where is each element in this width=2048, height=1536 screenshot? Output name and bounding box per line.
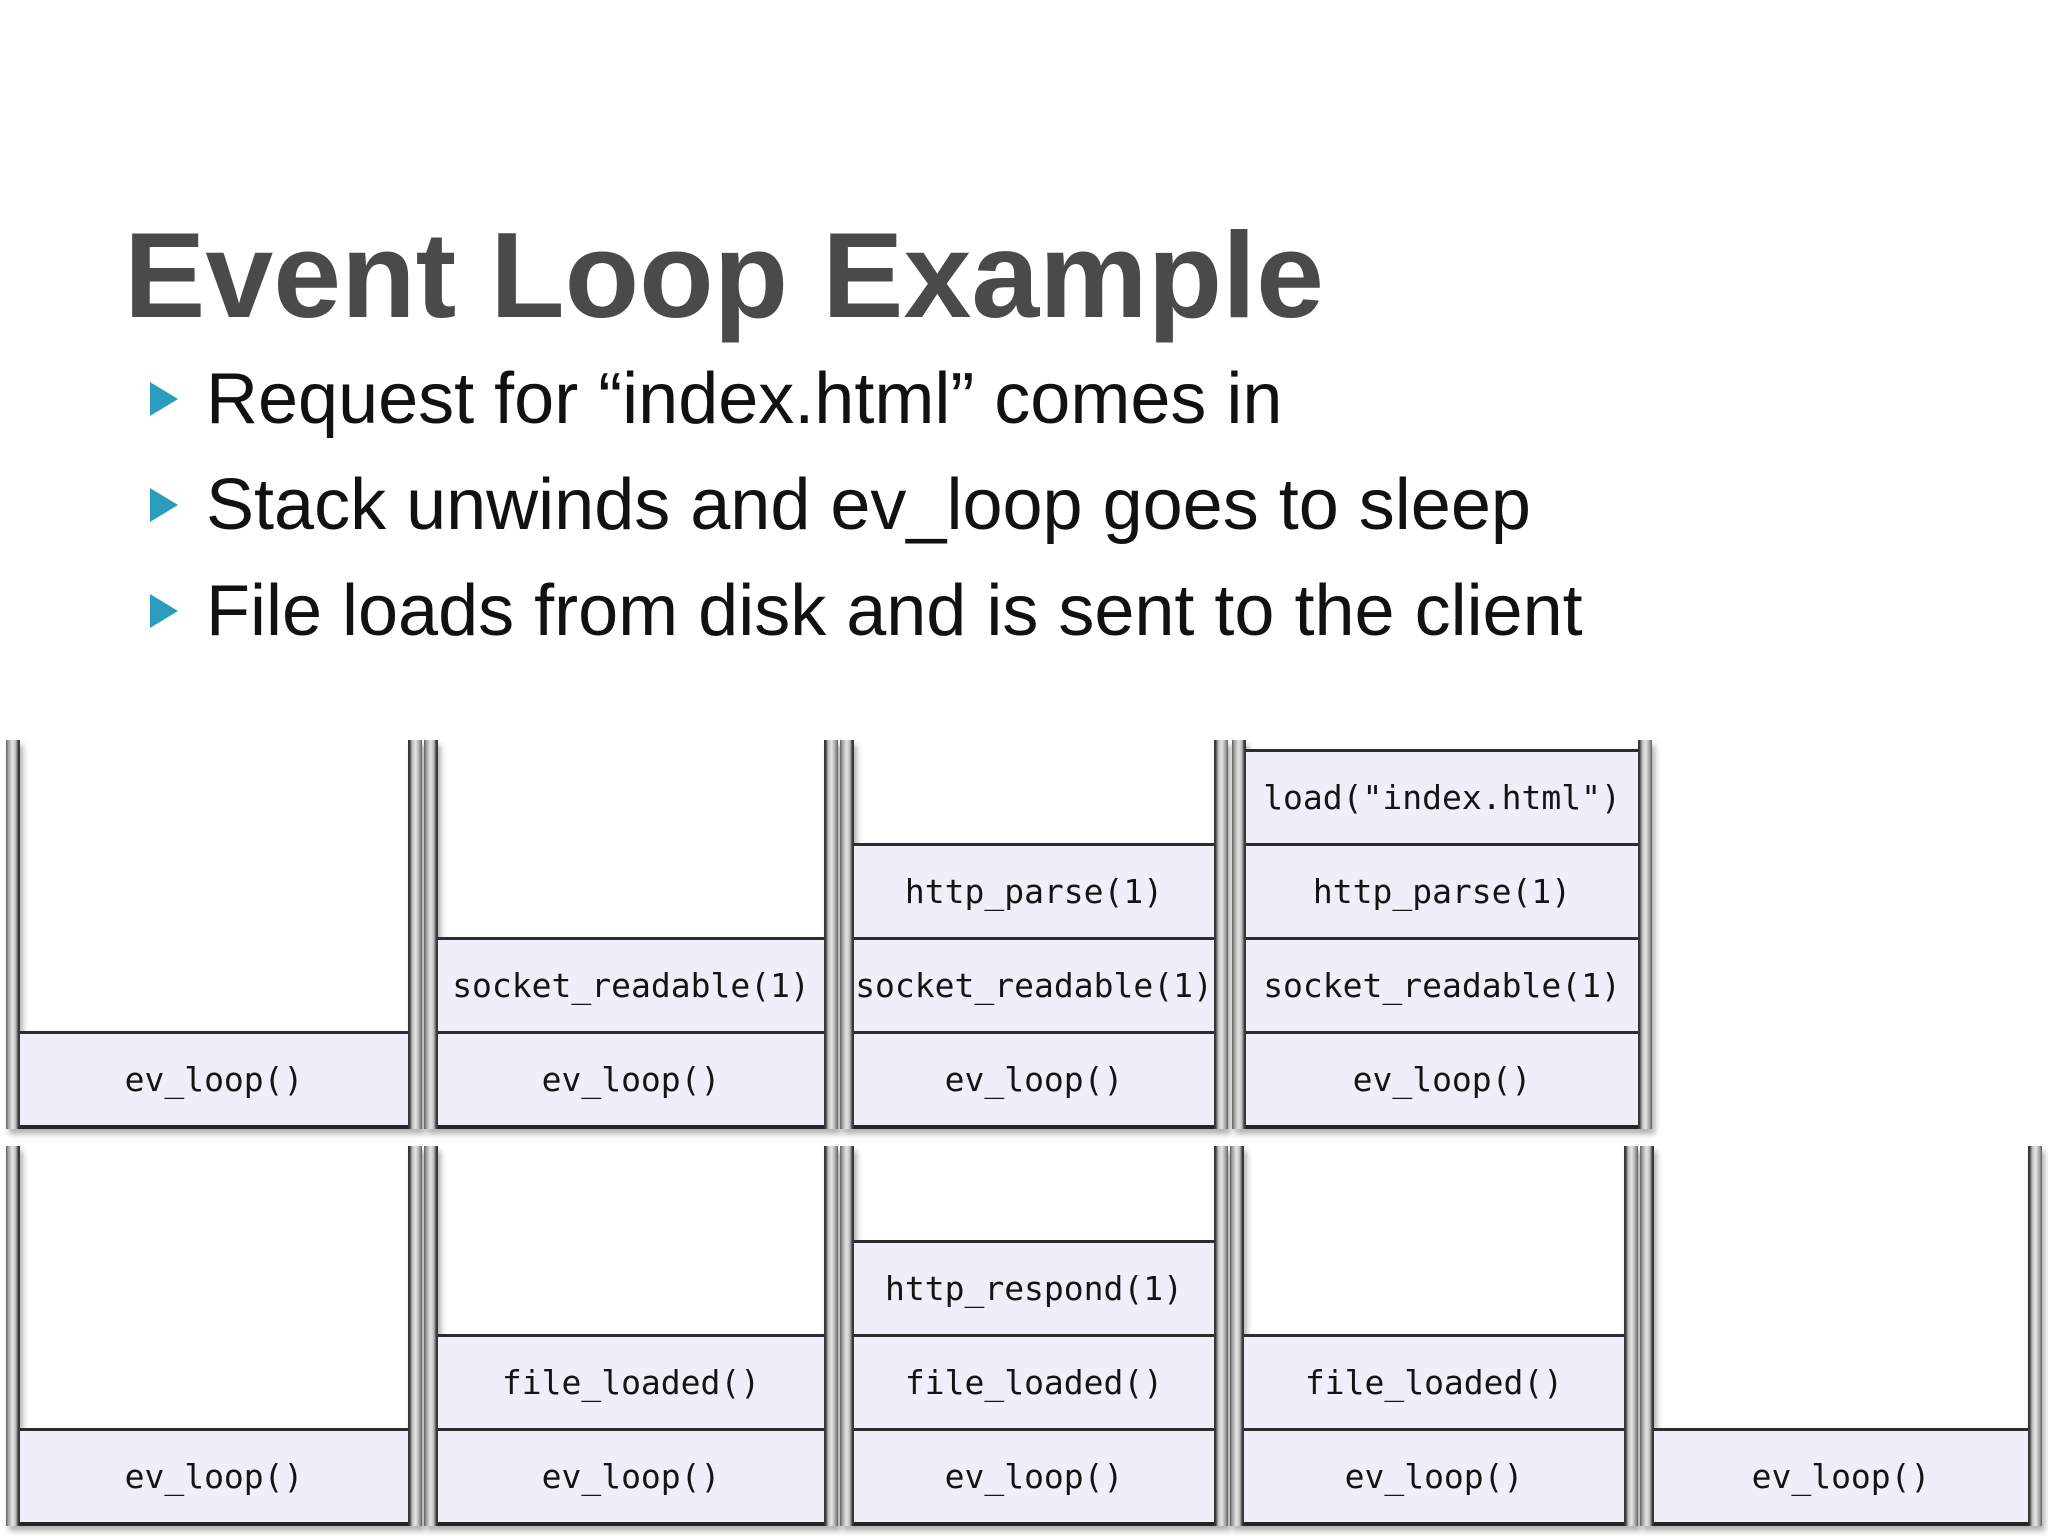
stack-wall-left — [6, 740, 20, 1129]
stack-wall-right — [408, 1146, 422, 1526]
stack-frames: ev_loop() — [1654, 1428, 2028, 1526]
bullet-triangle-icon — [150, 488, 178, 522]
stack-frame: http_parse(1) — [1246, 843, 1638, 937]
frame-label: ev_loop() — [1352, 1060, 1532, 1099]
frame-label: file_loaded() — [501, 1363, 761, 1402]
frame-label: ev_loop() — [124, 1060, 304, 1099]
stack-frame: ev_loop() — [438, 1031, 824, 1125]
stack-frame: socket_readable(1) — [438, 937, 824, 1031]
frame-label: ev_loop() — [944, 1060, 1124, 1099]
stack-wall-right — [1624, 1146, 1638, 1526]
call-stack: socket_readable(1) ev_loop() — [424, 740, 838, 1129]
stack-frames: ev_loop() — [20, 1428, 408, 1526]
frame-label: ev_loop() — [124, 1457, 304, 1496]
bullet-list: Request for “index.html” comes in Stack … — [148, 346, 1583, 664]
stack-wall-left — [840, 1146, 854, 1526]
stack-wall-right — [824, 740, 838, 1129]
stack-wall-right — [2028, 1146, 2042, 1526]
stack-frame: ev_loop() — [1246, 1031, 1638, 1125]
stack-wall-left — [424, 740, 438, 1129]
call-stack: file_loaded() ev_loop() — [424, 1146, 838, 1526]
stack-wall-left — [1230, 1146, 1244, 1526]
frame-label: socket_readable(1) — [855, 966, 1213, 1005]
stack-wall-left — [1640, 1146, 1654, 1526]
stack-frames: http_parse(1) socket_readable(1) ev_loop() — [854, 843, 1214, 1129]
stack-wall-right — [1638, 740, 1652, 1129]
stack-frame: ev_loop() — [1244, 1428, 1624, 1522]
frame-label: http_parse(1) — [904, 872, 1164, 911]
frame-label: ev_loop() — [944, 1457, 1124, 1496]
call-stack: ev_loop() — [1640, 1146, 2042, 1526]
frame-label: load("index.html") — [1263, 778, 1621, 817]
page-title: Event Loop Example — [124, 206, 1324, 343]
bullet-text: File loads from disk and is sent to the … — [206, 571, 1583, 651]
call-stack: http_parse(1) socket_readable(1) ev_loop() — [840, 740, 1228, 1129]
stack-frame: ev_loop() — [854, 1031, 1214, 1125]
stack-wall-left — [6, 1146, 20, 1526]
stack-wall-right — [408, 740, 422, 1129]
frame-label: socket_readable(1) — [452, 966, 810, 1005]
stack-wall-left — [1232, 740, 1246, 1129]
frame-label: ev_loop() — [1344, 1457, 1524, 1496]
stack-frame: http_parse(1) — [854, 843, 1214, 937]
stack-wall-right — [1214, 1146, 1228, 1526]
bullet-item: Stack unwinds and ev_loop goes to sleep — [148, 452, 1583, 558]
frame-label: ev_loop() — [1751, 1457, 1931, 1496]
call-stack: ev_loop() — [6, 740, 422, 1129]
bullet-text: Stack unwinds and ev_loop goes to sleep — [206, 465, 1531, 545]
stack-frames: ev_loop() — [20, 1031, 408, 1129]
stack-frame: file_loaded() — [1244, 1334, 1624, 1428]
stack-frame: socket_readable(1) — [1246, 937, 1638, 1031]
stack-frame: ev_loop() — [1654, 1428, 2028, 1522]
frame-label: http_parse(1) — [1312, 872, 1572, 911]
stack-wall-right — [824, 1146, 838, 1526]
stack-frame: ev_loop() — [438, 1428, 824, 1522]
frame-label: socket_readable(1) — [1263, 966, 1621, 1005]
frame-label: file_loaded() — [1304, 1363, 1564, 1402]
frame-label: http_respond(1) — [884, 1269, 1183, 1308]
stack-frame: socket_readable(1) — [854, 937, 1214, 1031]
call-stack: load("index.html") http_parse(1) socket_re… — [1232, 740, 1652, 1129]
bullet-text: Request for “index.html” comes in — [206, 359, 1283, 439]
frame-label: ev_loop() — [541, 1060, 721, 1099]
bullet-item: File loads from disk and is sent to the … — [148, 558, 1583, 664]
bullet-item: Request for “index.html” comes in — [148, 346, 1583, 452]
stack-frame: http_respond(1) — [854, 1240, 1214, 1334]
stack-frame: ev_loop() — [854, 1428, 1214, 1522]
stack-wall-right — [1214, 740, 1228, 1129]
stack-wall-left — [840, 740, 854, 1129]
call-stack: file_loaded() ev_loop() — [1230, 1146, 1638, 1526]
frame-label: file_loaded() — [904, 1363, 1164, 1402]
stack-frame: ev_loop() — [20, 1428, 408, 1522]
bullet-triangle-icon — [150, 382, 178, 416]
stack-frames: file_loaded() ev_loop() — [438, 1334, 824, 1526]
stack-wall-left — [424, 1146, 438, 1526]
stack-frames: http_respond(1) file_loaded() ev_loop() — [854, 1240, 1214, 1526]
stack-frame: load("index.html") — [1246, 749, 1638, 843]
stack-frame: file_loaded() — [438, 1334, 824, 1428]
stack-frames: load("index.html") http_parse(1) socket_re… — [1246, 749, 1638, 1129]
frame-label: ev_loop() — [541, 1457, 721, 1496]
stack-frame: ev_loop() — [20, 1031, 408, 1125]
bullet-triangle-icon — [150, 594, 178, 628]
call-stack: http_respond(1) file_loaded() ev_loop() — [840, 1146, 1228, 1526]
stack-frames: socket_readable(1) ev_loop() — [438, 937, 824, 1129]
stack-frames: file_loaded() ev_loop() — [1244, 1334, 1624, 1526]
call-stack: ev_loop() — [6, 1146, 422, 1526]
stack-frame: file_loaded() — [854, 1334, 1214, 1428]
